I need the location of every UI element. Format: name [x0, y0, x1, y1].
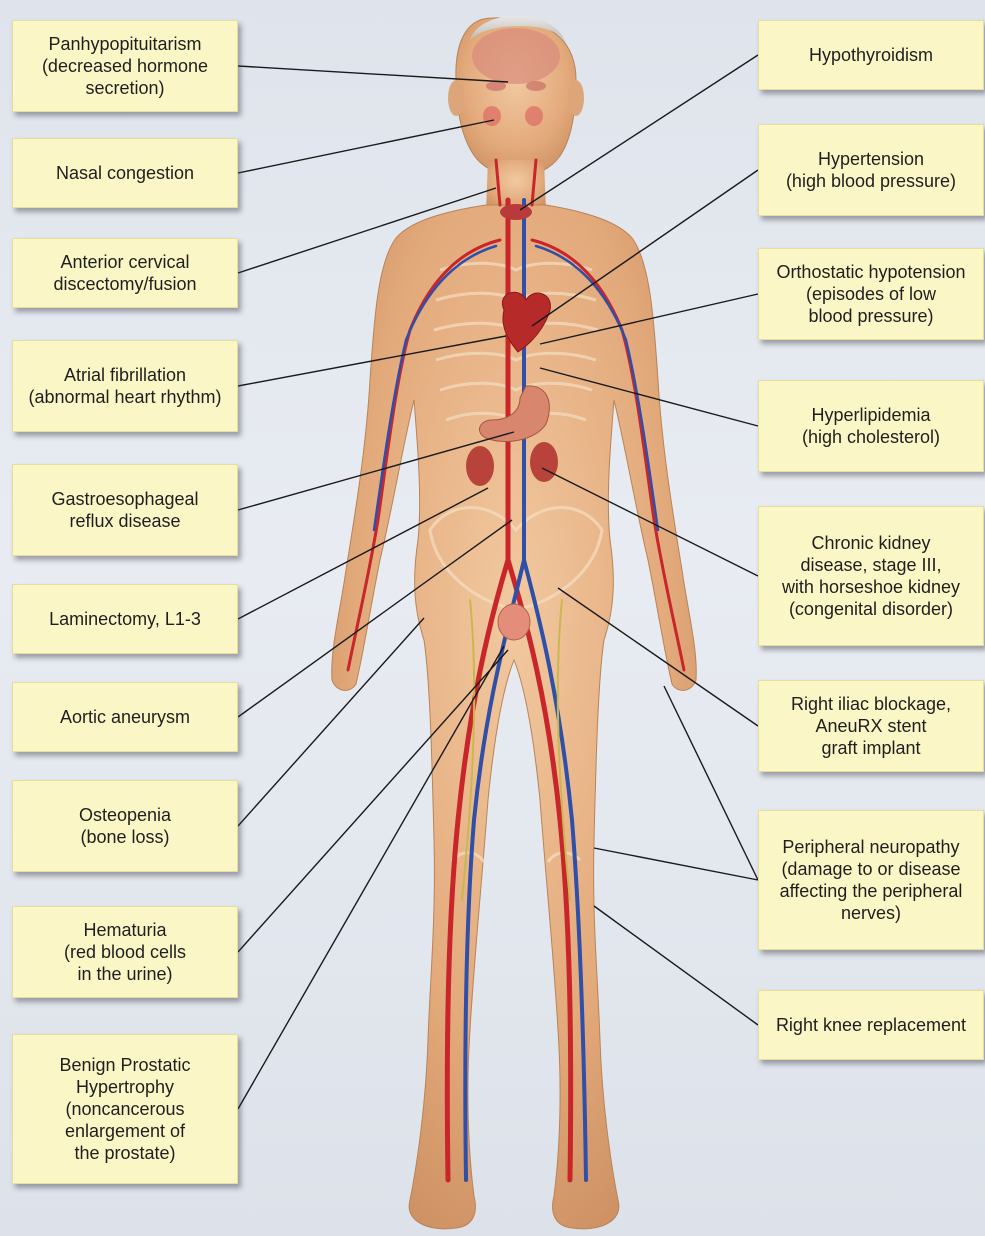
- label-nasal-congestion: Nasal congestion: [12, 138, 238, 208]
- leader-line-knee-replacement: [594, 906, 758, 1025]
- nose-right-icon: [525, 106, 543, 126]
- leader-line-peripheral-neuropathy: [664, 686, 758, 880]
- eye-right-icon: [526, 81, 546, 91]
- label-hypertension: Hypertension (high blood pressure): [758, 124, 984, 216]
- eye-left-icon: [486, 81, 506, 91]
- label-panhypopituitarism: Panhypopituitarism (decreased hormone se…: [12, 20, 238, 112]
- bladder-icon: [498, 604, 530, 640]
- label-knee-replacement: Right knee replacement: [758, 990, 984, 1060]
- leader-line-nasal-congestion: [238, 120, 494, 173]
- leader-line-osteopenia: [238, 618, 424, 826]
- label-laminectomy: Laminectomy, L1-3: [12, 584, 238, 654]
- label-aortic-aneurysm: Aortic aneurysm: [12, 682, 238, 752]
- label-chronic-kidney-disease: Chronic kidney disease, stage III, with …: [758, 506, 984, 646]
- leader-line-peripheral-neuropathy-2: [594, 848, 758, 880]
- nose-left-icon: [483, 106, 501, 126]
- label-hypothyroidism: Hypothyroidism: [758, 20, 984, 90]
- label-orthostatic-hypotension: Orthostatic hypotension (episodes of low…: [758, 248, 984, 340]
- label-peripheral-neuropathy: Peripheral neuropathy (damage to or dise…: [758, 810, 984, 950]
- label-cervical-discectomy: Anterior cervical discectomy/fusion: [12, 238, 238, 308]
- label-gerd: Gastroesophageal reflux disease: [12, 464, 238, 556]
- kidney-right-icon: [530, 442, 558, 482]
- label-bph: Benign Prostatic Hypertrophy (noncancero…: [12, 1034, 238, 1184]
- label-osteopenia: Osteopenia (bone loss): [12, 780, 238, 872]
- thyroid-icon: [500, 204, 532, 220]
- label-atrial-fibrillation: Atrial fibrillation (abnormal heart rhyt…: [12, 340, 238, 432]
- label-hematuria: Hematuria (red blood cells in the urine): [12, 906, 238, 998]
- kidney-left-icon: [466, 446, 494, 486]
- label-hyperlipidemia: Hyperlipidemia (high cholesterol): [758, 380, 984, 472]
- brain-icon: [472, 28, 560, 84]
- label-iliac-blockage: Right iliac blockage, AneuRX stent graft…: [758, 680, 984, 772]
